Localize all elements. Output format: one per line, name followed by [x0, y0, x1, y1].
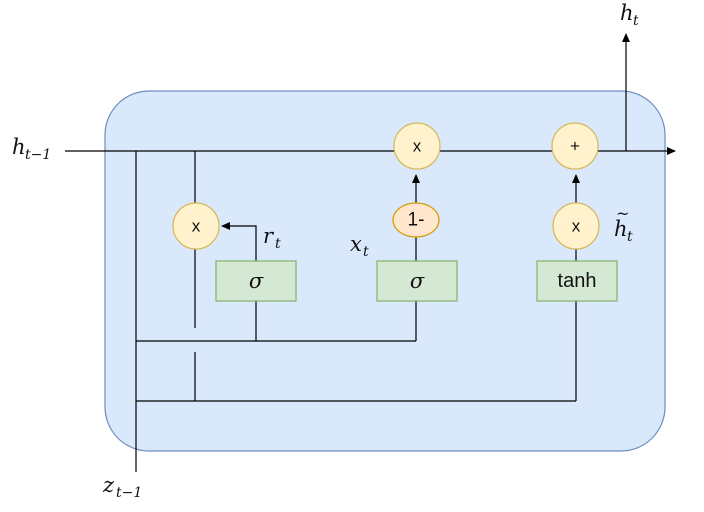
svg-text:~: ~ — [616, 204, 629, 223]
reset-multiply-op: x — [172, 202, 220, 250]
svg-text:t−1: t−1 — [116, 485, 142, 501]
reset-gate: σ — [215, 260, 297, 302]
svg-text:t: t — [275, 236, 281, 252]
svg-text:h: h — [620, 1, 634, 25]
candidate-gate: tanh — [536, 260, 618, 302]
x-t-label: x t — [350, 232, 369, 260]
one-minus-op: 1- — [392, 202, 440, 238]
update-multiply-op: x — [393, 122, 441, 170]
svg-text:1-: 1- — [408, 210, 425, 231]
svg-text:t: t — [627, 229, 633, 245]
svg-text:x: x — [572, 217, 581, 236]
svg-text:z: z — [102, 473, 115, 497]
svg-text:t: t — [633, 13, 639, 29]
svg-text:σ: σ — [410, 269, 425, 293]
svg-text:h: h — [12, 135, 26, 159]
svg-text:tanh: tanh — [558, 270, 597, 292]
h-out-label: h t — [620, 1, 639, 29]
svg-text:x: x — [413, 137, 422, 156]
connection-lines — [65, 33, 676, 472]
svg-text:x: x — [192, 217, 201, 236]
svg-text:h: h — [614, 217, 628, 241]
svg-text:r: r — [263, 224, 275, 248]
svg-text:σ: σ — [249, 269, 264, 293]
add-op: + — [551, 122, 599, 170]
candidate-multiply-op: x — [552, 202, 600, 250]
reset-gate-output-arrow — [221, 222, 257, 261]
svg-text:+: + — [570, 137, 580, 156]
h-tilde-label: ~ h t — [614, 204, 633, 245]
svg-text:t−1: t−1 — [25, 147, 51, 163]
svg-text:x: x — [350, 232, 362, 256]
h-prev-label: h t−1 — [12, 135, 51, 163]
svg-text:t: t — [363, 244, 369, 260]
z-prev-label: z t−1 — [102, 473, 142, 501]
update-gate: σ — [376, 260, 458, 302]
r-t-label: r t — [263, 224, 281, 252]
